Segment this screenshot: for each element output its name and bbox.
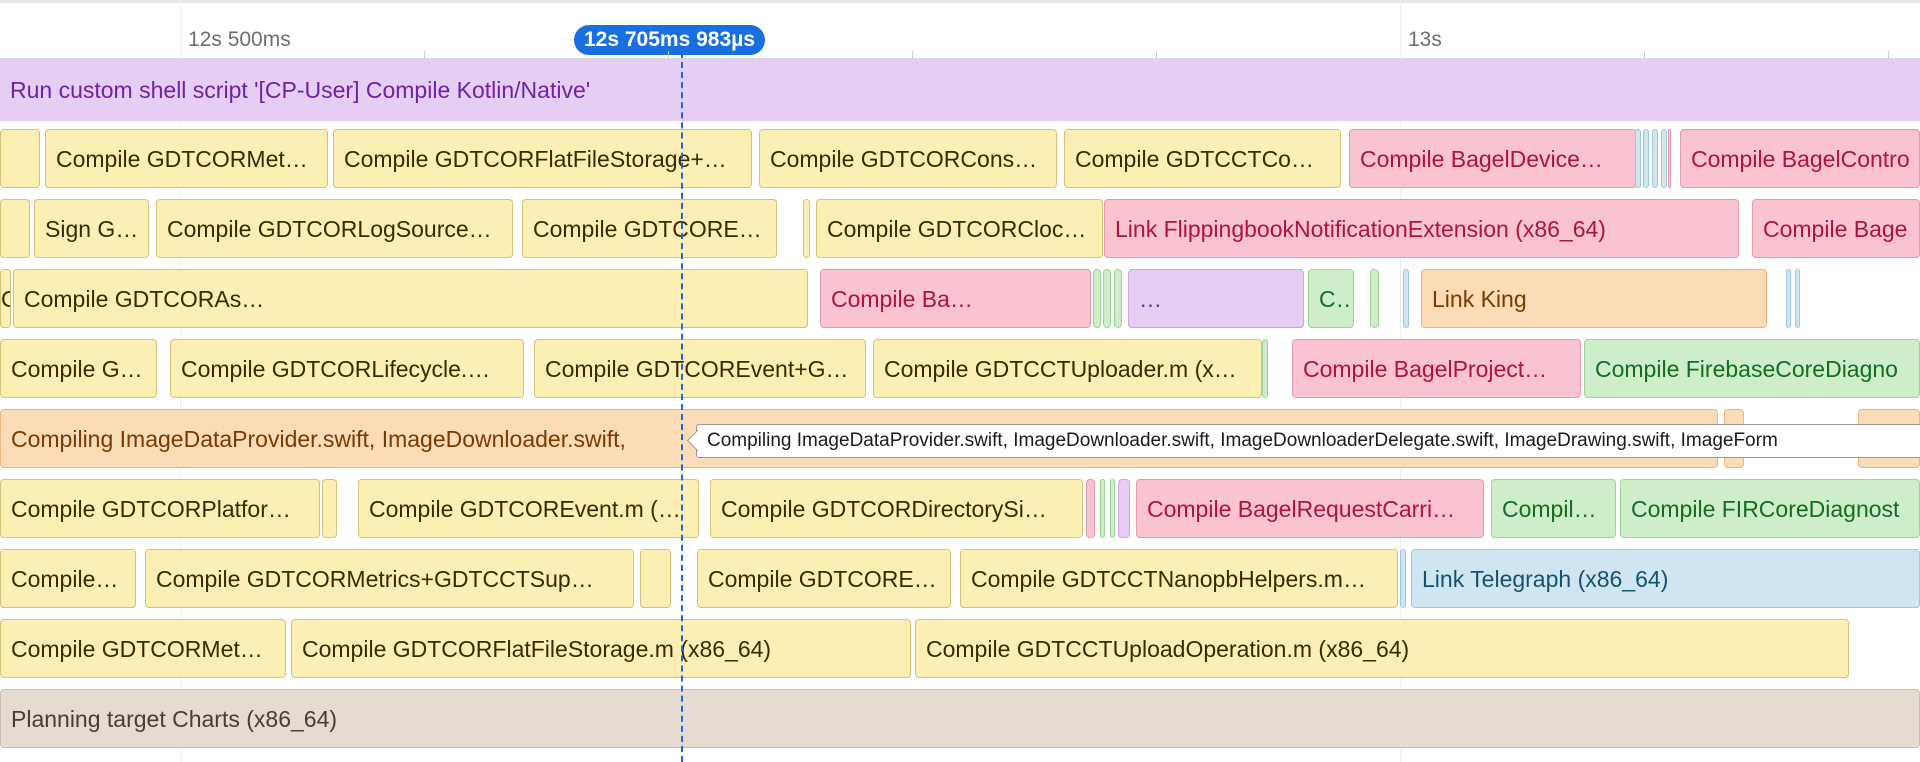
ruler-tick [912,51,913,58]
row-6-task-4[interactable]: Compile BagelRequestCarri… [1136,479,1484,538]
row-3-task-3[interactable]: … [1128,269,1304,328]
row-6-task-0[interactable]: Compile GDTCORPlatfor… [0,479,320,538]
ruler-tick [668,51,669,58]
cursor-line[interactable] [681,52,683,762]
row-3-task-5[interactable]: Link King [1421,269,1767,328]
ruler-tick [424,51,425,58]
row-2-task-4[interactable]: Compile GDTCORCloc… [816,199,1103,258]
row-7-task-5[interactable]: Link Telegraph (x86_64) [1411,549,1920,608]
row-7-task-2[interactable] [640,549,671,608]
row-4-task-3[interactable]: Compile GDTCCTUploader.m (x… [873,339,1262,398]
row-1-sliver-task-1[interactable] [1643,129,1649,188]
row-8-task-2[interactable]: Compile GDTCCTUploadOperation.m (x86_64) [915,619,1849,678]
row-6-task-5[interactable]: Compil… [1491,479,1616,538]
row-1-sliver-task-3[interactable] [1661,129,1667,188]
row-3-sliver-task-2[interactable] [1114,269,1122,328]
ruler-label-12s-500ms: 12s 500ms [188,28,291,51]
row-1-task-1[interactable]: Compile GDTCORMet… [45,129,328,188]
row-4-task-0[interactable]: Compile G… [0,339,157,398]
row-script-task-0[interactable]: Run custom shell script '[CP-User] Compi… [0,59,1920,121]
row-1-task-4[interactable]: Compile GDTCCTCo… [1064,129,1341,188]
row-4-task-4[interactable]: Compile BagelProject… [1292,339,1581,398]
row-6-sliver-task-3[interactable] [1118,479,1130,538]
row-7-task-1[interactable]: Compile GDTCORMetrics+GDTCCTSup… [145,549,634,608]
time-ruler[interactable]: 12s 500ms 13s 12s 705ms 983µs [0,0,1920,59]
row-3-sliver-task-6[interactable] [1795,269,1800,328]
row-4-task-2[interactable]: Compile GDTCOREvent+G… [534,339,866,398]
ruler-label-13s: 13s [1408,28,1442,51]
row-6-sliver-task-0[interactable] [1086,479,1095,538]
row-2-task-2[interactable]: Compile GDTCORLogSource… [156,199,513,258]
row-6-sliver-task-1[interactable] [1100,479,1105,538]
row-7-task-4[interactable]: Compile GDTCCTNanopbHelpers.m… [960,549,1398,608]
row-4-sliver-task-0[interactable] [1262,339,1268,398]
row-3-task-4[interactable]: Compile firebasecore.nano… [1308,269,1354,328]
row-3-sliver-task-0[interactable] [1093,269,1101,328]
row-1-task-3[interactable]: Compile GDTCORCons… [759,129,1057,188]
row-2-sliver-task-0[interactable] [803,199,810,258]
row-8-task-1[interactable]: Compile GDTCORFlatFileStorage.m (x86_64) [291,619,911,678]
row-6-task-2[interactable]: Compile GDTCOREvent.m (… [358,479,699,538]
row-6-task-3[interactable]: Compile GDTCORDirectorySi… [710,479,1083,538]
row-3-sliver-task-5[interactable] [1786,269,1791,328]
row-1-task-0[interactable] [0,129,40,188]
row-3-sliver-task-4[interactable] [1403,269,1409,328]
row-3-task-2[interactable]: Compile Ba… [820,269,1091,328]
row-7-task-3[interactable]: Compile GDTCORE… [697,549,951,608]
row-1-sliver-task-2[interactable] [1652,129,1658,188]
row-4-task-1[interactable]: Compile GDTCORLifecycle.… [170,339,524,398]
row-6-sliver-task-2[interactable] [1110,479,1115,538]
row-1-sliver-task-0[interactable] [1635,129,1641,188]
row-6-task-1[interactable] [322,479,337,538]
bar-tooltip: Compiling ImageDataProvider.swift, Image… [696,424,1920,458]
row-1-sliver-task-4[interactable] [1668,129,1671,188]
row-4-task-5[interactable]: Compile FirebaseCoreDiagno [1584,339,1920,398]
row-2-task-5[interactable]: Link FlippingbookNotificationExtension (… [1104,199,1739,258]
row-9-task-0[interactable]: Planning target Charts (x86_64) [0,689,1920,748]
row-7-task-0[interactable]: Compile… [0,549,136,608]
row-6-task-6[interactable]: Compile FIRCoreDiagnost [1620,479,1920,538]
row-1-task-5[interactable]: Compile BagelDevice… [1349,129,1637,188]
row-8-task-0[interactable]: Compile GDTCORMet… [0,619,286,678]
row-1-task-2[interactable]: Compile GDTCORFlatFileStorage+… [333,129,752,188]
ruler-tick [1156,51,1157,58]
row-3-sliver-task-3[interactable] [1370,269,1379,328]
row-2-task-3[interactable]: Compile GDTCORE… [522,199,777,258]
row-2-task-0[interactable] [0,199,30,258]
ruler-tick [1888,51,1889,58]
row-2-task-6[interactable]: Compile Bage [1752,199,1920,258]
ruler-tick [1644,51,1645,58]
row-2-task-1[interactable]: Sign G… [34,199,149,258]
row-3-task-1[interactable]: Compile GDTCORAs… [13,269,808,328]
row-7-sliver-task-0[interactable] [1400,549,1406,608]
cursor-time-badge: 12s 705ms 983µs [574,25,765,55]
row-1-task-6[interactable]: Compile BagelContro [1680,129,1920,188]
row-3-sliver-task-1[interactable] [1103,269,1111,328]
row-3-task-0[interactable]: Compile GDTCORMetricsController.m (x86_6… [0,269,11,328]
